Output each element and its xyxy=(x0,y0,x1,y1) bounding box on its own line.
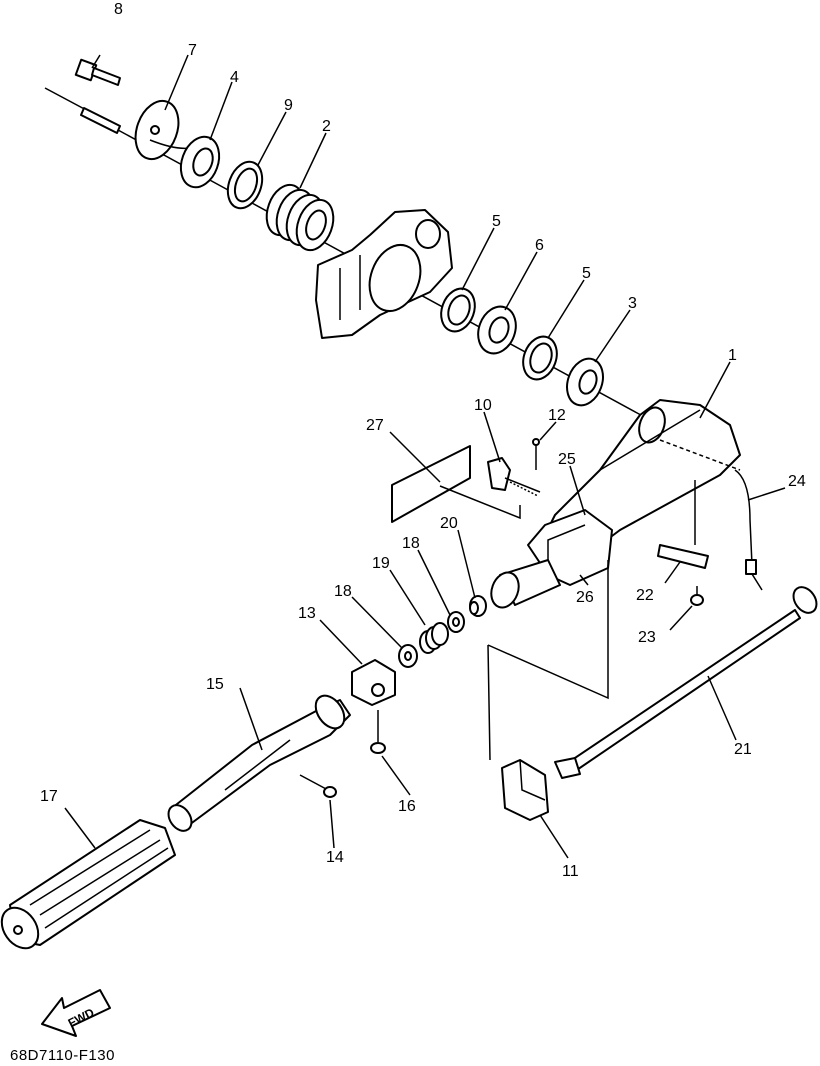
callout-18b: 18 xyxy=(334,583,352,600)
callout-6: 6 xyxy=(535,237,544,254)
part-14-collar xyxy=(351,659,396,706)
part-3-grommet xyxy=(566,357,604,407)
callout-13: 15 xyxy=(206,676,224,693)
part-4-grommet xyxy=(179,135,221,189)
part-21-rod xyxy=(554,586,818,779)
callout-11: 11 xyxy=(562,863,579,880)
part-23-screw xyxy=(690,586,704,606)
callout-15: 16 xyxy=(398,798,416,815)
callout-7: 9 xyxy=(284,97,293,114)
part-11-clamp xyxy=(487,560,609,821)
fwd-arrow-icon: FWD xyxy=(41,989,111,1037)
callout-24: 24 xyxy=(788,473,806,490)
callout-2: 2 xyxy=(322,118,331,135)
callout-22: 22 xyxy=(636,587,654,604)
part-24-wire xyxy=(734,469,763,591)
callout-8: 7 xyxy=(188,42,197,59)
callout-21: 21 xyxy=(734,741,752,758)
part-16-grip xyxy=(0,819,176,950)
callout-23: 23 xyxy=(638,629,656,646)
part-22-plate xyxy=(657,480,709,569)
callout-4: 4 xyxy=(230,69,239,86)
callout-18a: 18 xyxy=(402,535,420,552)
part-8-plate xyxy=(134,99,191,161)
throttle-tube-end xyxy=(490,559,561,609)
callout-19: 19 xyxy=(372,555,390,572)
part-27-sticker xyxy=(391,445,521,523)
callout-3: 3 xyxy=(628,295,637,312)
callout-5b: 5 xyxy=(582,265,591,282)
callout-12: 12 xyxy=(548,407,566,424)
callout-27: 27 xyxy=(366,417,384,434)
part-18-washer-a xyxy=(447,611,465,633)
part-2-spring xyxy=(265,183,335,252)
part-18-washer-b xyxy=(398,644,418,668)
drawing-code: 68D7110-F130 xyxy=(10,1047,115,1064)
callout-25: 25 xyxy=(558,451,576,468)
part-15-screw xyxy=(370,710,386,754)
callout-1: 1 xyxy=(728,347,737,364)
callout-labels: 8 7 4 9 2 5 6 5 3 1 10 12 27 25 24 20 18… xyxy=(40,1,806,880)
callout-10: 10 xyxy=(474,397,492,414)
leader-lines xyxy=(64,54,786,859)
part-9-bolt xyxy=(74,58,121,86)
part-5-ring-a xyxy=(440,287,476,333)
part-12-pin xyxy=(532,438,540,470)
callout-5a: 5 xyxy=(492,213,501,230)
part-6-ring xyxy=(477,305,517,355)
callout-20: 20 xyxy=(440,515,458,532)
part-5-ring-b xyxy=(522,335,558,381)
callout-16: 17 xyxy=(40,788,58,805)
part-7-ring xyxy=(226,160,264,210)
part-17-screw xyxy=(299,774,337,798)
housing-bracket xyxy=(315,209,453,339)
callout-17: 14 xyxy=(326,849,344,866)
part-20-bushing xyxy=(469,595,487,617)
callout-9: 8 xyxy=(114,1,123,18)
part-10-wing-bolt xyxy=(487,457,541,497)
part-19-spring xyxy=(419,622,449,654)
callout-26: 26 xyxy=(576,589,594,606)
callout-14: 13 xyxy=(298,605,316,622)
part-13-throttle-shaft xyxy=(167,694,351,832)
